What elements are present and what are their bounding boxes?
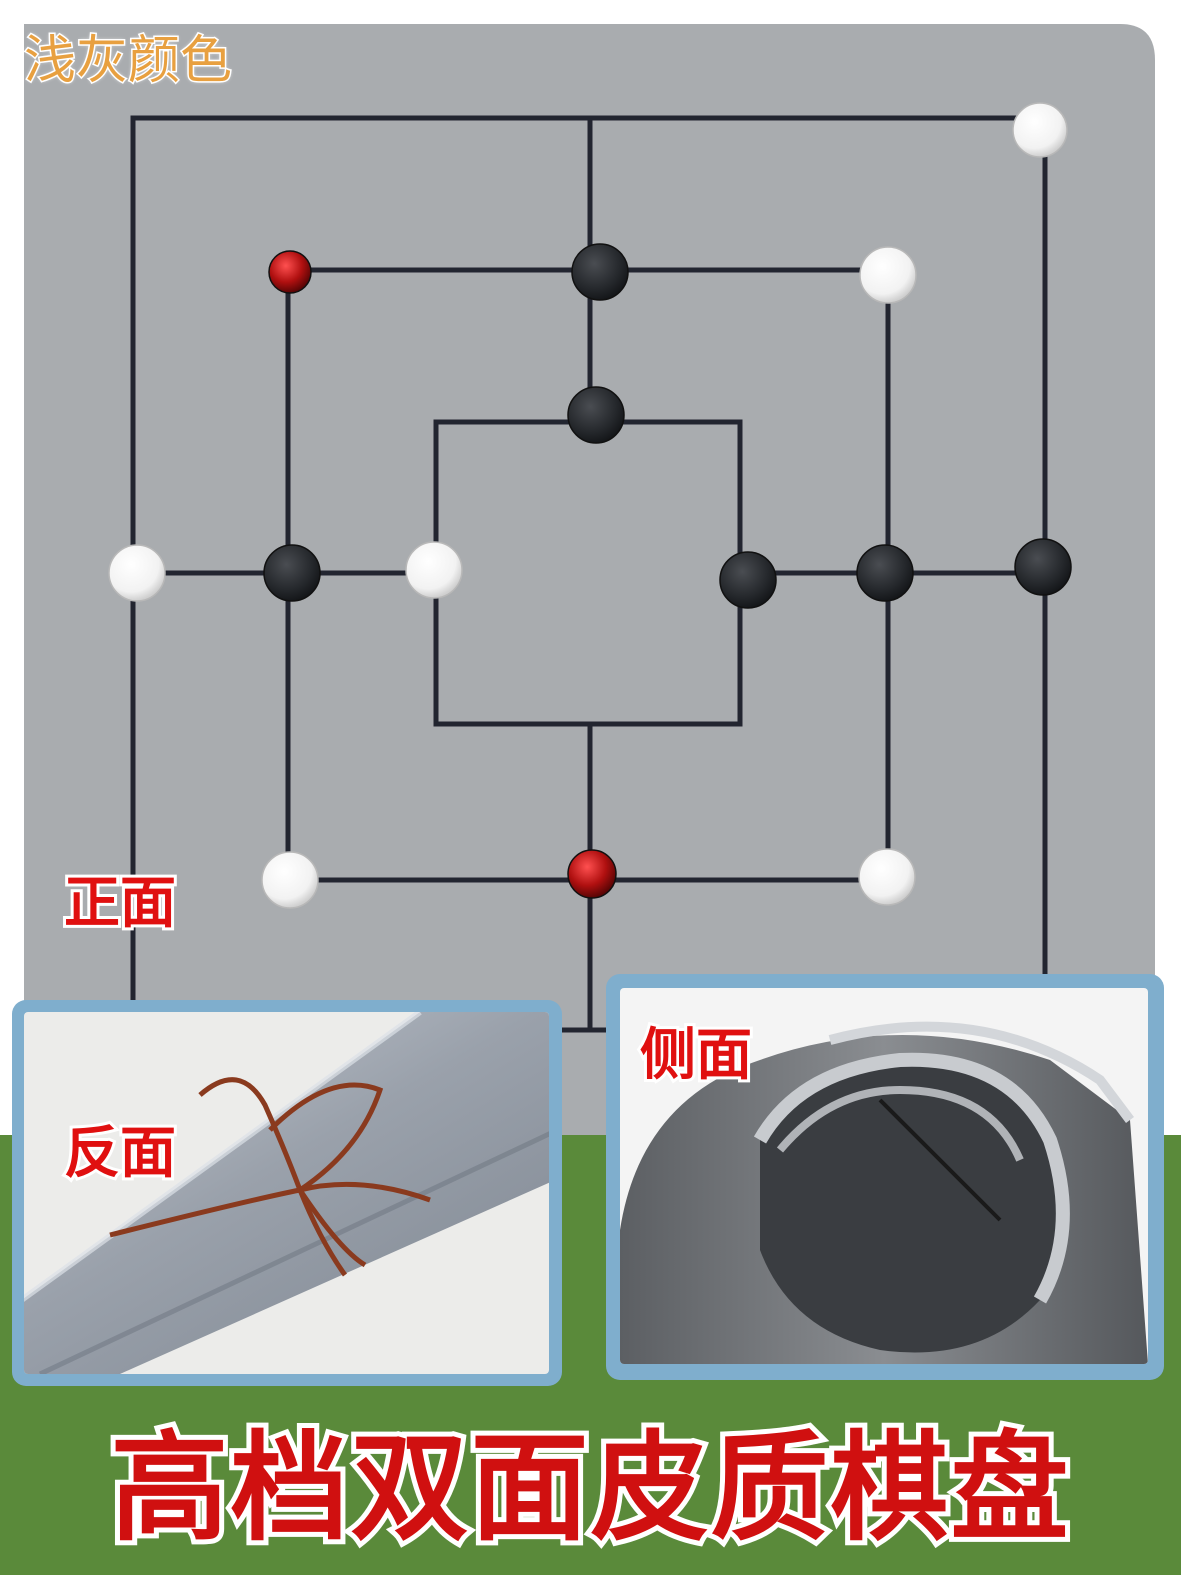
black-stone-icon bbox=[567, 386, 625, 444]
white-stone-icon bbox=[1012, 102, 1068, 158]
white-stone-icon bbox=[108, 544, 166, 602]
front-side-label: 正面 bbox=[61, 868, 179, 939]
white-stone-icon bbox=[859, 246, 917, 304]
back-side-label: 反面 bbox=[61, 1118, 179, 1189]
game-pieces bbox=[108, 102, 1072, 909]
black-stone-icon bbox=[1014, 538, 1072, 596]
side-view-label: 侧面 bbox=[637, 1020, 755, 1091]
red-glass-stone-icon bbox=[567, 849, 617, 899]
color-name-label: 浅灰颜色 bbox=[22, 30, 233, 93]
black-stone-icon bbox=[263, 544, 321, 602]
product-headline: 高档双面皮质棋盘 bbox=[105, 1414, 1073, 1562]
back-side-photo bbox=[12, 1000, 562, 1386]
red-glass-stone-icon bbox=[268, 250, 312, 294]
white-stone-icon bbox=[858, 848, 916, 906]
side-view-photo bbox=[606, 974, 1164, 1380]
white-stone-icon bbox=[405, 541, 463, 599]
leather-tie-icon bbox=[109, 1077, 431, 1277]
black-stone-icon bbox=[856, 544, 914, 602]
black-stone-icon bbox=[719, 551, 777, 609]
black-stone-icon bbox=[571, 243, 629, 301]
white-stone-icon bbox=[261, 851, 319, 909]
